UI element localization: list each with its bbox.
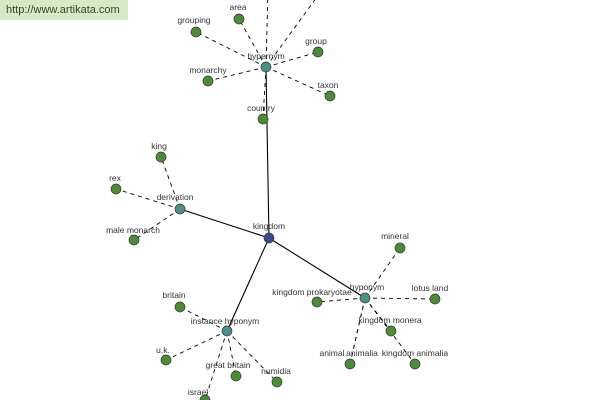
- nodes-layer: [110, 13, 441, 400]
- edge-hypernym-to-taxon: [265, 66, 331, 97]
- leaf-label-animalia: animalia: [346, 348, 378, 358]
- leaf-label-lotus-land: lotus land: [412, 283, 449, 293]
- leaf-node-numidia[interactable]: [271, 376, 283, 388]
- relation-node-hypernym[interactable]: [260, 61, 272, 73]
- leaf-label-numidia: numidia: [261, 366, 291, 376]
- leaf-node-male-monarch[interactable]: [128, 234, 140, 246]
- leaf-label-area: area: [229, 2, 246, 12]
- leaf-node-area[interactable]: [233, 13, 245, 25]
- leaf-node-taxon[interactable]: [324, 90, 336, 102]
- edge-hyponym-to-kingdom-monera: [364, 297, 392, 332]
- edge-center-to-instance-hyponym: [226, 237, 270, 332]
- leaf-node-kingdom-monera[interactable]: [385, 325, 397, 337]
- leaf-label-israel: israel: [188, 387, 208, 397]
- edge-hypernym-to-group: [265, 51, 319, 68]
- relation-label-hypernym: hypernym: [247, 51, 284, 61]
- edge-instance-hyponym-to-numidia: [226, 330, 278, 383]
- edge-hyponym-to-kingdom-prokaryotae: [316, 297, 366, 303]
- leaf-node-lotus-land[interactable]: [429, 293, 441, 305]
- edge-hypernym-to-country: [262, 66, 267, 120]
- relation-node-derivation[interactable]: [174, 203, 186, 215]
- edge-hypernym-to-monarchy: [207, 66, 267, 82]
- leaf-node-kingdom-animalia[interactable]: [409, 358, 421, 370]
- edge-hypernym-to-area: [238, 18, 267, 68]
- labels-layer: area grouping group monarchy taxon country hyp…: [106, 2, 448, 397]
- leaf-label-kingdom-prokaryotae: kingdom prokaryotae: [272, 287, 352, 297]
- leaf-label-taxon: taxon: [318, 80, 339, 90]
- leaf-label-rex: rex: [109, 173, 122, 183]
- leaf-label-group: group: [305, 36, 327, 46]
- leaf-node-great-britain[interactable]: [230, 370, 242, 382]
- relation-label-derivation: derivation: [157, 192, 194, 202]
- relation-label-hyponym: hyponym: [350, 282, 385, 292]
- leaf-node-rex[interactable]: [110, 183, 122, 195]
- leaf-label-kingdom-animalia: kingdom animalia: [382, 348, 448, 358]
- leaf-node-u-k[interactable]: [160, 354, 172, 366]
- relation-label-instance-hyponym: instance hyponym: [191, 316, 260, 326]
- leaf-label-grouping: grouping: [177, 15, 210, 25]
- leaf-label-animal: animal: [319, 348, 344, 358]
- edge-center-to-derivation: [179, 208, 270, 239]
- leaf-node-monarchy[interactable]: [202, 75, 214, 87]
- edge-hyponym-to-animalia: [349, 297, 366, 365]
- leaf-label-country: country: [247, 103, 276, 113]
- leaf-label-kingdom-monera: kingdom monera: [358, 315, 422, 325]
- leaf-label-britain: britain: [162, 290, 185, 300]
- leaf-label-king: king: [151, 141, 167, 151]
- leaf-label-great-britain: great britain: [206, 360, 251, 370]
- leaf-label-mineral: mineral: [381, 231, 409, 241]
- leaf-node-israel[interactable]: [199, 394, 211, 400]
- source-url-banner[interactable]: http://www.artikata.com: [0, 0, 128, 20]
- leaf-label-male-monarch: male monarch: [106, 225, 160, 235]
- leaf-node-king[interactable]: [155, 151, 167, 163]
- leaf-node-animal[interactable]: [344, 358, 356, 370]
- edge-hypernym-to-offscreen-0: [265, 0, 269, 68]
- leaf-node-group[interactable]: [312, 46, 324, 58]
- leaf-node-grouping[interactable]: [190, 26, 202, 38]
- edge-derivation-to-rex: [115, 188, 181, 210]
- center-label: kingdom: [253, 221, 285, 231]
- edge-hyponym-to-mineral: [364, 247, 401, 299]
- leaf-label-monarchy: monarchy: [189, 65, 227, 75]
- leaf-node-britain[interactable]: [174, 301, 186, 313]
- relation-node-instance-hyponym[interactable]: [221, 325, 233, 337]
- edge-hypernym-to-grouping: [195, 31, 267, 68]
- leaf-node-country[interactable]: [257, 113, 269, 125]
- center-node-kingdom[interactable]: [263, 232, 275, 244]
- edge-hyponym-to-lotus-land: [364, 297, 436, 300]
- leaf-node-mineral[interactable]: [394, 242, 406, 254]
- edge-center-to-hypernym: [265, 66, 270, 239]
- edge-derivation-to-male-monarch: [133, 208, 181, 241]
- leaf-label-u-k: u.k.: [156, 345, 170, 355]
- edge-instance-hyponym-to-u-k: [165, 330, 228, 361]
- edge-center-to-hyponym: [268, 237, 366, 299]
- leaf-node-kingdom-prokaryotae[interactable]: [311, 296, 323, 308]
- edge-instance-hyponym-to-britain: [179, 306, 228, 332]
- relation-node-hyponym[interactable]: [359, 292, 371, 304]
- edge-derivation-to-king: [160, 156, 181, 210]
